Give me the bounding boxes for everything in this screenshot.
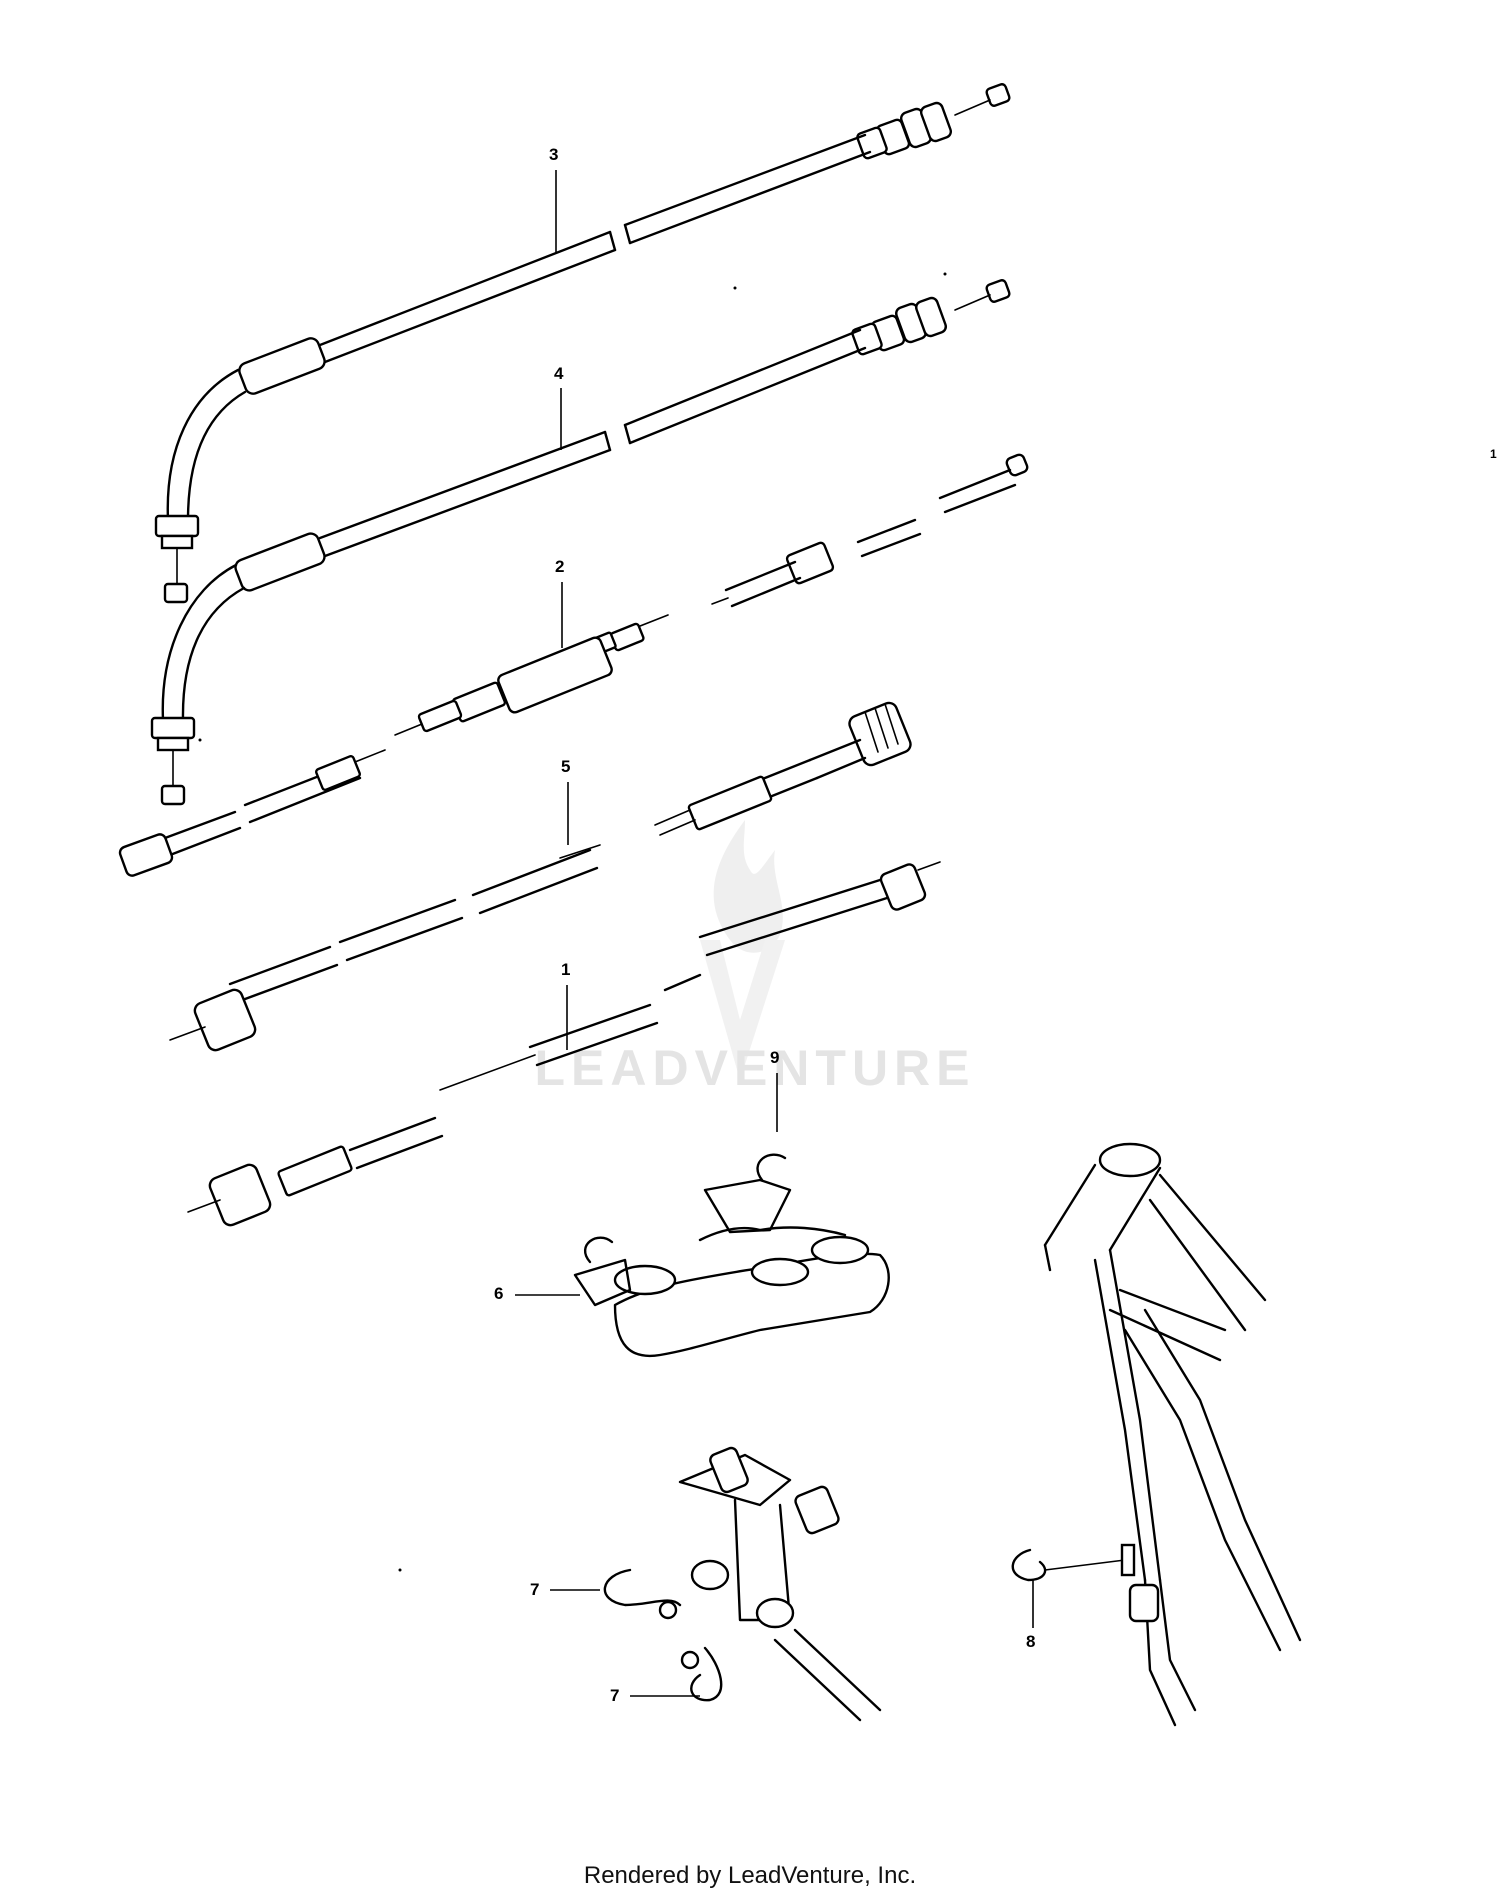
cable-2[interactable] xyxy=(118,453,1029,877)
callout-5: 5 xyxy=(561,757,571,776)
clamp-8[interactable] xyxy=(1011,1543,1136,1582)
callout-1: 1 xyxy=(561,960,571,979)
cable-3-adjuster xyxy=(856,101,953,160)
leader-lines xyxy=(515,170,1034,1697)
callout-7-upper: 7 xyxy=(530,1580,540,1599)
lower-bracket-assembly[interactable] xyxy=(613,1226,890,1358)
callout-6: 6 xyxy=(494,1284,504,1303)
callout-9: 9 xyxy=(770,1048,780,1067)
callout-4: 4 xyxy=(554,364,564,383)
callout-8: 8 xyxy=(1026,1632,1036,1651)
cable-4-throttle[interactable] xyxy=(150,279,1011,806)
clip-9[interactable] xyxy=(703,1153,792,1234)
handlebar-bracket-assembly[interactable] xyxy=(678,1446,882,1722)
callout-7-lower: 7 xyxy=(610,1686,620,1705)
callout-3: 3 xyxy=(549,145,559,164)
frame-section xyxy=(1043,1142,1302,1727)
cable-5-speedometer[interactable] xyxy=(169,701,913,1053)
clip-6[interactable] xyxy=(573,1236,632,1307)
cable-3-throttle[interactable] xyxy=(154,83,1011,604)
footer-credit: Rendered by LeadVenture, Inc. xyxy=(583,1862,917,1889)
stray-mark: 1 xyxy=(1490,447,1497,461)
callout-2: 2 xyxy=(555,557,565,576)
clip-7-upper[interactable] xyxy=(603,1568,682,1620)
specks xyxy=(198,272,947,1572)
clip-7-lower[interactable] xyxy=(680,1646,723,1702)
cable-1-tachometer[interactable] xyxy=(187,861,941,1228)
cable-3-end-nipple xyxy=(985,83,1011,107)
